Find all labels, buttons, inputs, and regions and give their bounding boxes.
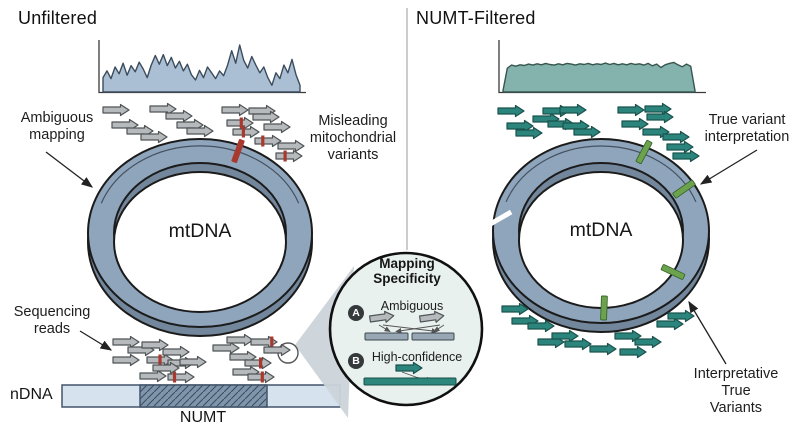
read-arrow [656, 317, 684, 331]
mtdna-ring-right [485, 138, 710, 333]
read-arrow [139, 369, 167, 383]
reference-segment-b [363, 377, 457, 386]
read-variant-tick [260, 371, 264, 383]
label-mtdna-left: mtDNA [168, 220, 232, 242]
read-arrow [551, 329, 579, 343]
mtdna-ring-left [87, 138, 313, 337]
read-variant-tick [239, 117, 243, 129]
label-numt: NUMT [179, 409, 227, 426]
inset-title: Mapping Specificity [373, 256, 441, 287]
read-variant-tick [172, 371, 177, 383]
read-arrow [112, 335, 140, 349]
panel-title-numt-filtered: NUMT-Filtered [416, 8, 536, 28]
read-arrow [506, 119, 534, 133]
label-interpretative-variants: Interpretative True Variants [693, 366, 779, 416]
ring-gap-notch [485, 209, 513, 229]
read-arrow [149, 102, 177, 116]
read-arrow [165, 109, 193, 123]
label-true-variant: True variant interpretation [704, 112, 790, 145]
coverage-histogram-unfiltered [102, 44, 301, 93]
read-arrow [515, 126, 543, 140]
read-arrow [263, 120, 291, 134]
ndna-bar [61, 384, 341, 408]
read-arrow [395, 361, 423, 375]
true-variant-tick [672, 179, 696, 199]
variant-ticks-left [231, 138, 245, 164]
read-arrow [244, 356, 272, 370]
read-arrow [275, 149, 303, 163]
read-arrow [667, 309, 695, 323]
read-arrow [252, 110, 280, 124]
read-arrow [418, 310, 445, 323]
reference-segment-a1 [364, 332, 409, 341]
read-arrow [212, 341, 240, 355]
read-arrow [226, 333, 254, 347]
read-arrow [619, 345, 647, 359]
inset-label-ambiguous: Ambiguous [380, 299, 444, 313]
read-arrow [662, 130, 690, 144]
read-arrow [589, 342, 617, 356]
badge-a: A [348, 305, 364, 321]
read-arrow [263, 343, 291, 357]
ambiguous-mapping-arrow [45, 151, 94, 188]
true-variant-tick [660, 264, 686, 280]
read-arrow [617, 103, 645, 117]
read-arrow [672, 149, 700, 163]
read-arrow [497, 104, 525, 118]
read-variant-tick [261, 135, 265, 147]
interpretative-variants-arrow [688, 300, 727, 365]
label-misleading-variants: Misleading mitochondrial variants [309, 113, 397, 163]
variant-ticks-right [600, 139, 696, 321]
read-arrow [666, 140, 694, 154]
read-arrows-right [497, 102, 700, 359]
read-arrow [564, 337, 592, 351]
label-ndna: nDNA [10, 386, 53, 403]
read-arrow [232, 125, 260, 139]
true-variant-arrow [699, 149, 758, 185]
coverage-histogram-filtered [502, 61, 696, 93]
read-variant-tick [241, 126, 245, 138]
inset-label-high-confidence: High-confidence [371, 350, 463, 364]
read-arrow [501, 302, 529, 316]
read-variant-tick [283, 150, 287, 162]
coverage-area [102, 44, 301, 93]
read-arrow [221, 103, 249, 117]
read-arrow [646, 110, 674, 124]
read-arrow [634, 335, 662, 349]
reference-segment-a2 [411, 332, 455, 341]
true-variant-tick [600, 295, 608, 321]
inset-mini-reads [368, 310, 445, 375]
read-arrow [527, 319, 555, 333]
label-mtdna-right: mtDNA [569, 219, 633, 241]
read-arrow [162, 345, 190, 359]
true-variant-tick [635, 139, 653, 165]
label-sequencing-reads: Sequencing reads [13, 304, 91, 337]
read-arrow [277, 139, 305, 153]
read-arrows-left [102, 102, 305, 384]
read-arrow [559, 103, 587, 117]
read-arrow [102, 103, 130, 117]
ambiguous-mapping-lines [378, 324, 445, 334]
read-arrow [573, 125, 601, 139]
read-arrow [179, 355, 207, 369]
read-variant-tick [259, 357, 263, 369]
read-arrow [152, 361, 180, 375]
misleading-variant-tick [231, 138, 245, 164]
panel-title-unfiltered: Unfiltered [18, 8, 98, 28]
read-variant-tick [158, 354, 162, 366]
label-ambiguous-mapping: Ambiguous mapping [20, 110, 94, 143]
coverage-area [502, 61, 696, 93]
read-arrow [141, 338, 169, 352]
read-arrow [186, 124, 214, 138]
badge-b: B [348, 353, 364, 369]
sequencing-reads-arrow [79, 330, 113, 351]
read-variant-tick [270, 336, 274, 348]
read-arrow [140, 130, 168, 144]
read-arrow [254, 134, 282, 148]
mapping-specificity-inset [328, 251, 484, 407]
read-arrow [621, 117, 649, 131]
read-arrow [112, 353, 140, 367]
read-arrow [368, 310, 395, 323]
